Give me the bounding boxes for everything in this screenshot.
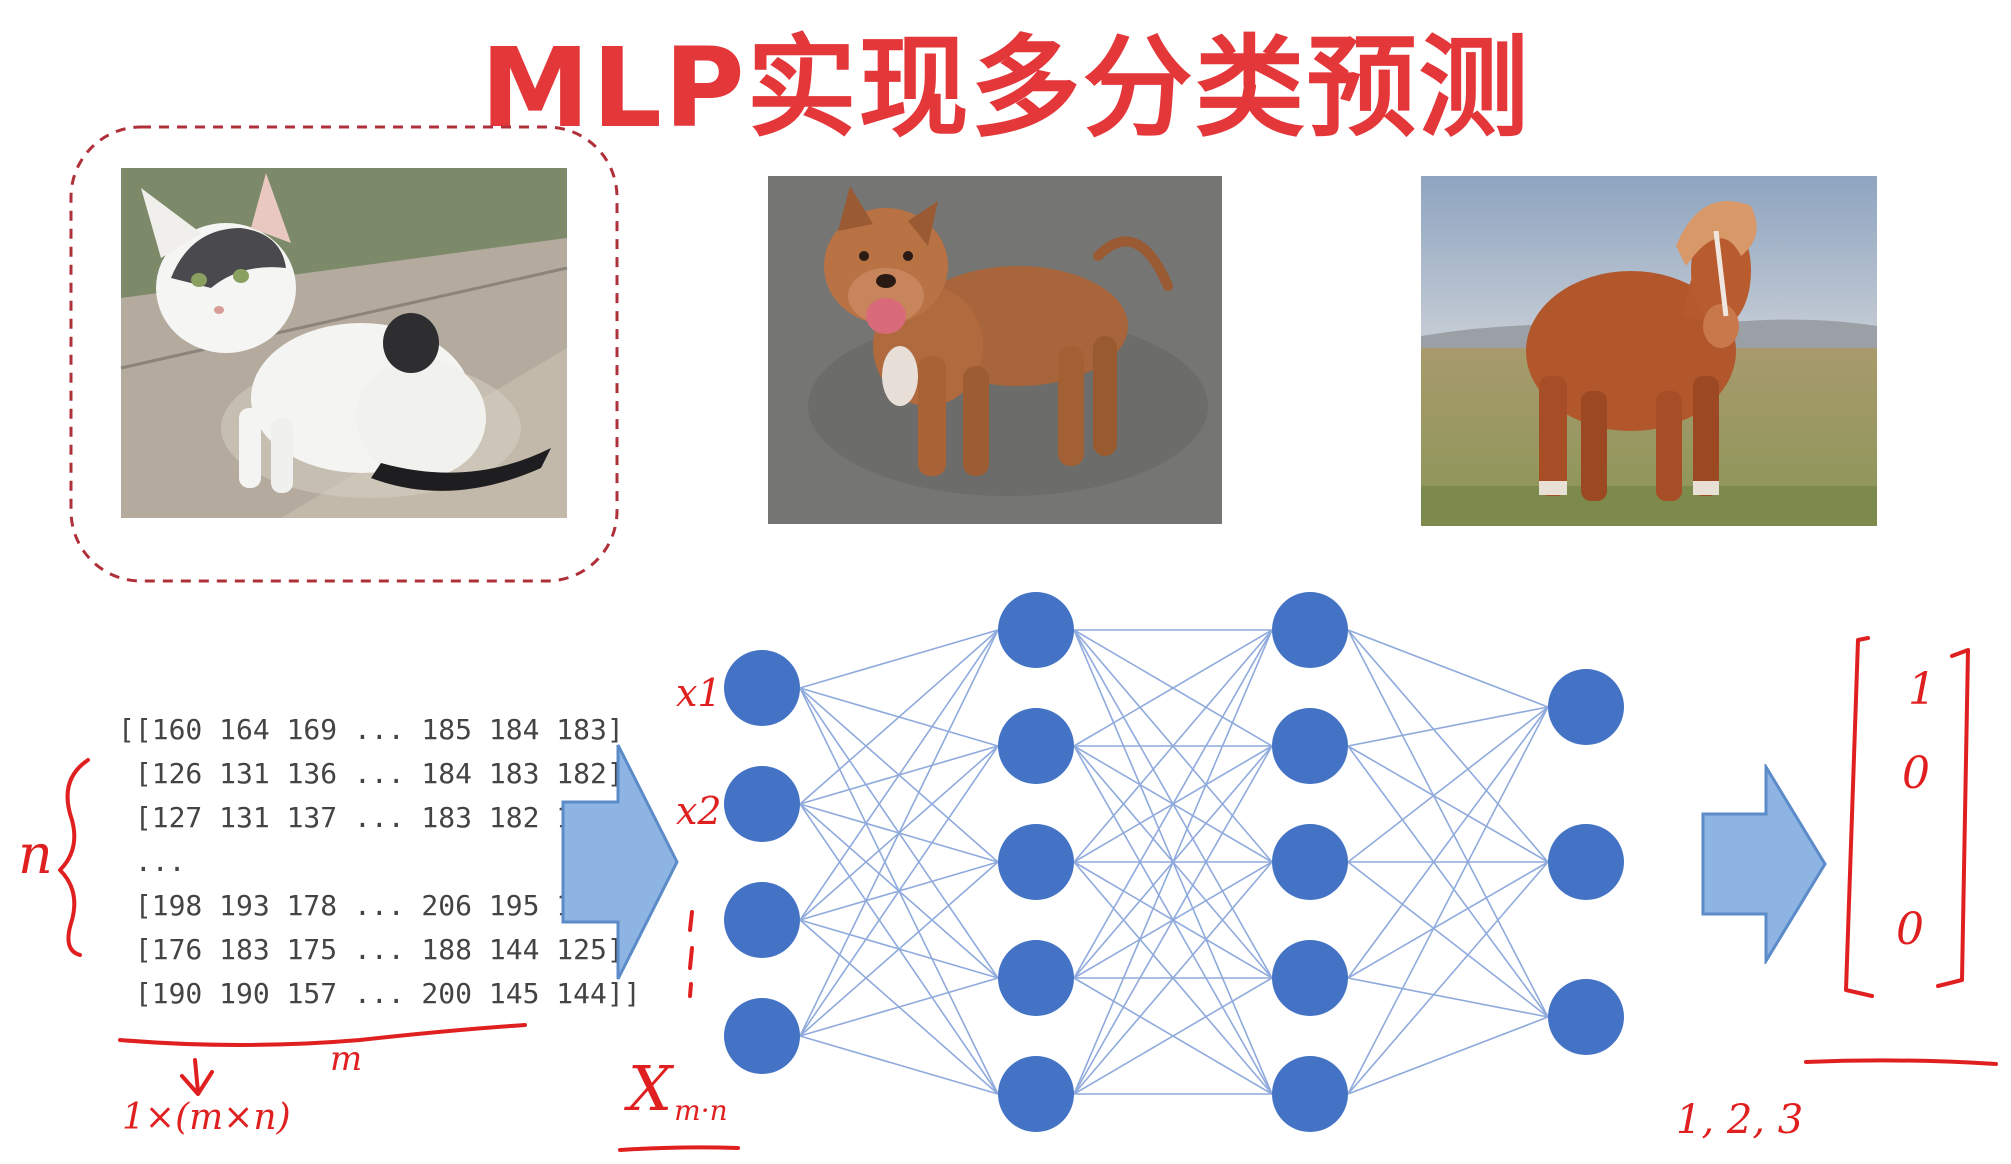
m-label: m (330, 1039, 363, 1079)
network-edge (1347, 1016, 1549, 1095)
network-edge (799, 977, 999, 1037)
output-node (1548, 669, 1624, 745)
network-edge (1347, 745, 1549, 863)
network-edge (1347, 706, 1549, 863)
hidden2-node (1272, 824, 1348, 900)
network-edge (1347, 629, 1549, 1018)
input-node (724, 882, 800, 958)
cat-photo (69, 125, 619, 583)
network-edge (799, 1035, 999, 1095)
network-edge (799, 745, 999, 1037)
xmn-subscript: m·n (674, 1094, 727, 1127)
network-edge (1073, 745, 1273, 1095)
hidden1-node (998, 592, 1074, 668)
hidden1-node (998, 940, 1074, 1016)
output-value-3: 0 (1896, 904, 1924, 955)
n-brace (58, 758, 90, 957)
matrix-underline (118, 1023, 527, 1047)
network-edge (799, 861, 999, 1037)
hidden2-node (1272, 1056, 1348, 1132)
network-edge (1347, 861, 1549, 1018)
output-node (1548, 979, 1624, 1055)
network-edge (799, 629, 999, 1037)
input-node (724, 766, 800, 842)
output-node (1548, 824, 1624, 900)
network-edge (1073, 629, 1273, 979)
matrix-row: [[160 164 169 ... 185 184 183] (118, 713, 624, 746)
network-edge (1347, 706, 1549, 1095)
output-bracket-left (1844, 636, 1874, 998)
xmn-underline (618, 1145, 740, 1152)
input-arrow (561, 744, 679, 980)
network-edge (1073, 629, 1273, 1095)
matrix-row: [198 193 178 ... 206 195 174] (118, 889, 624, 922)
horse-photo (1421, 176, 1877, 526)
matrix-row: [176 183 175 ... 188 144 125] (118, 933, 624, 966)
input-node (724, 650, 800, 726)
network-edge (1073, 629, 1273, 863)
hidden1-node (998, 824, 1074, 900)
network-edge (1347, 706, 1549, 747)
hidden2-node (1272, 940, 1348, 1016)
matrix-row: ... (118, 845, 186, 878)
highlight-dashed-box (69, 125, 619, 583)
n-label: n (18, 823, 53, 886)
hidden2-node (1272, 708, 1348, 784)
network-edge (1073, 629, 1273, 747)
output-arrow (1701, 764, 1827, 964)
network-edge (1347, 861, 1549, 979)
x2-label: x2 (676, 789, 722, 833)
output-value-1: 1 (1908, 664, 1936, 715)
input-node (724, 998, 800, 1074)
xmn-label: Xm·n (624, 1052, 728, 1127)
hidden1-node (998, 708, 1074, 784)
network-edge (1347, 706, 1549, 979)
x1-label: x1 (676, 671, 722, 715)
network-edge (1347, 629, 1549, 863)
output-value-2: 0 (1902, 748, 1930, 799)
pixel-matrix: [[160 164 169 ... 185 184 183] [126 131 … (118, 708, 641, 1016)
network-edge (1347, 629, 1549, 708)
output-underline (1804, 1058, 1998, 1066)
network-edge (1347, 977, 1549, 1018)
network-edge (799, 629, 999, 689)
size-label: 1×(m×n) (122, 1097, 291, 1138)
classes-label: 1, 2, 3 (1676, 1097, 1804, 1143)
hidden2-node (1272, 592, 1348, 668)
input-dots (688, 910, 694, 998)
dog-photo (768, 176, 1222, 524)
network-edge (1073, 977, 1273, 1095)
network-edge (1347, 745, 1549, 1018)
hidden1-node (998, 1056, 1074, 1132)
down-arrow-shaft (193, 1058, 200, 1094)
network-edge (1347, 861, 1549, 1095)
matrix-row: [126 131 136 ... 184 183 182] (118, 757, 624, 790)
matrix-row: [127 131 137 ... 183 182 181] (118, 801, 624, 834)
slide-title: MLP实现多分类预测 (480, 24, 1531, 152)
output-bracket-right (1936, 648, 1970, 988)
matrix-row: [190 190 157 ... 200 145 144]] (118, 977, 641, 1010)
network-edge (799, 629, 999, 805)
down-arrow-head (180, 1070, 214, 1096)
network-edge (799, 629, 999, 921)
network-edge (1073, 861, 1273, 1095)
